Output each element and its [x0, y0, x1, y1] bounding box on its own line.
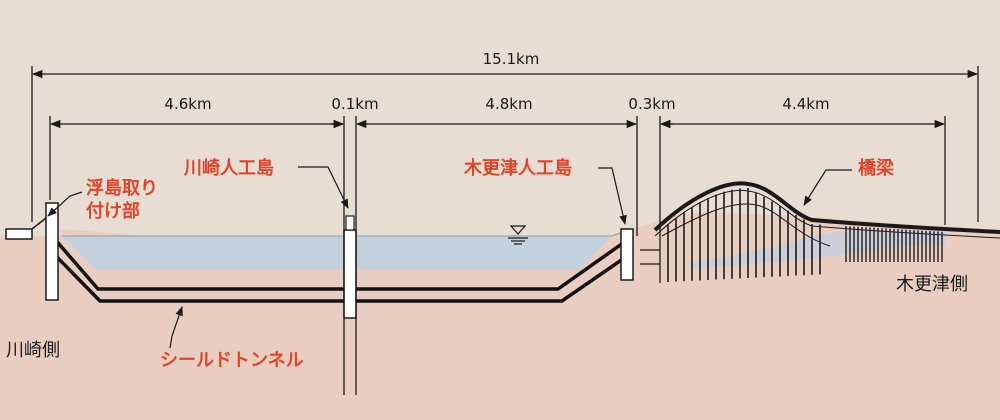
- segment4-length-label: 0.3km: [628, 95, 675, 113]
- ukishima-abutment: [5, 202, 59, 301]
- leader-kawasaki-island: [298, 166, 349, 209]
- dimension-lines: [31, 66, 979, 395]
- bridge-piers: [667, 188, 821, 282]
- sea-water: [62, 236, 612, 270]
- segment2-length-label: 0.1km: [331, 95, 378, 113]
- segment1-length-label: 4.6km: [164, 95, 211, 113]
- leader-ukishima: [47, 191, 83, 217]
- ukishima-label-line1: 浮島取り: [86, 177, 158, 199]
- shield-tunnel: [50, 234, 635, 303]
- tunnel-upper-line: [50, 234, 635, 291]
- water-level-icon: [508, 225, 528, 245]
- ukishima-label-line2: 付け部: [86, 200, 140, 222]
- kisarazu-side-label: 木更津側: [896, 274, 968, 295]
- leader-bridge: [803, 169, 852, 206]
- kawasaki-side-label: 川崎側: [6, 340, 60, 361]
- segment3-length-label: 4.8km: [485, 95, 532, 113]
- kawasaki-island-shaft: [343, 215, 357, 319]
- bridge: [640, 181, 1000, 282]
- leader-kisarazu-island: [598, 167, 627, 225]
- tunnel-lower-line: [50, 250, 634, 303]
- shallow-water-right: [690, 230, 945, 268]
- shield-tunnel-label: シールドトンネル: [160, 350, 304, 371]
- leader-shield-tunnel: [169, 306, 183, 349]
- segment5-length-label: 4.4km: [782, 95, 829, 113]
- bridge-piers-dense: [845, 226, 943, 262]
- bridge-label: 橋梁: [858, 157, 895, 179]
- kisarazu-island-label: 木更津人工島: [463, 157, 572, 179]
- kawasaki-island-label: 川崎人工島: [183, 157, 274, 179]
- bridge-deck: [653, 181, 1000, 234]
- total-length-label: 15.1km: [483, 50, 540, 68]
- leader-lines: [47, 166, 852, 349]
- kisarazu-island-shaft: [620, 228, 634, 281]
